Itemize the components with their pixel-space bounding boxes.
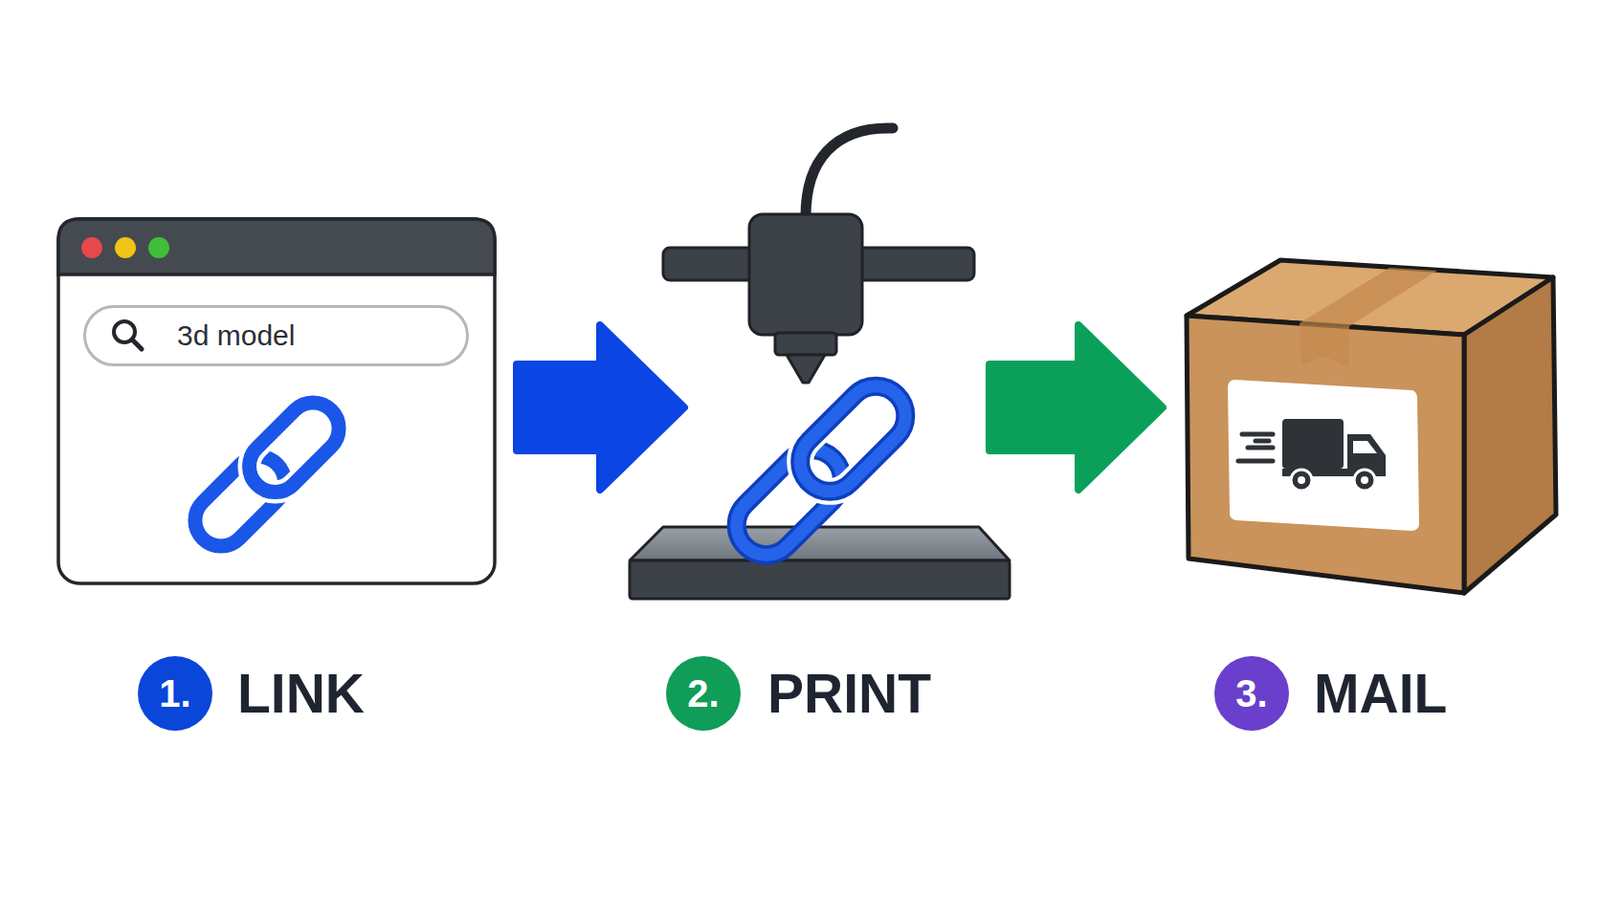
shipping-box <box>1186 260 1556 594</box>
filament-cable <box>805 128 893 217</box>
step-number-text: 1. <box>158 674 191 713</box>
nozzle <box>786 355 825 383</box>
shipping-label <box>1234 386 1413 525</box>
nozzle-block <box>775 333 837 356</box>
search-box: 3d model <box>83 305 469 367</box>
step-number-text: 3. <box>1235 674 1267 713</box>
chain-gap <box>238 392 350 504</box>
browser-window-step: LINK3d model1. <box>58 219 495 584</box>
shipping-step: MAIL3. <box>1186 260 1556 596</box>
truck-icon <box>1238 419 1386 491</box>
tape-flap <box>1299 323 1350 368</box>
link-icon <box>166 374 351 558</box>
magnifier-handle <box>132 339 142 350</box>
truck-wheel <box>1354 469 1376 491</box>
chain-link <box>238 392 350 504</box>
chain-gap <box>787 374 918 505</box>
flow-arrow <box>989 325 1163 490</box>
browser-window <box>58 219 495 584</box>
print-bed-top <box>629 527 1010 561</box>
close-dot <box>81 237 103 259</box>
step-number: 1. <box>137 656 213 732</box>
flow-arrow <box>516 325 685 490</box>
window-frame <box>58 219 495 584</box>
box-side <box>1464 277 1556 594</box>
maximize-dot <box>148 237 170 259</box>
chain-detail <box>214 436 251 473</box>
magnifier-icon <box>109 316 148 356</box>
print-head <box>749 214 863 335</box>
box-front <box>1186 315 1465 594</box>
window-titlebar <box>58 219 495 275</box>
truck-wheel <box>1290 469 1312 491</box>
printed-link <box>724 374 918 568</box>
step-label: PRINT <box>767 666 932 722</box>
wheel-hub <box>1360 476 1369 485</box>
printer-illustration <box>629 128 1010 600</box>
step-number: 3. <box>1214 656 1289 732</box>
step-label: LINK <box>237 666 365 722</box>
wheel-hub <box>1297 476 1306 485</box>
print-bed-front <box>629 560 1010 600</box>
search-text: 3d model <box>86 308 295 364</box>
truck-cargo <box>1282 419 1344 469</box>
minimize-dot <box>114 237 136 259</box>
chain-link <box>787 374 918 505</box>
packing-tape <box>1299 267 1438 327</box>
speed-lines <box>1238 434 1273 462</box>
truck-window <box>1353 441 1378 454</box>
step-number-text: 2. <box>687 674 719 713</box>
printer-step: PRINT2. <box>684 114 990 600</box>
step-label: MAIL <box>1313 666 1447 722</box>
chain-link-outline <box>787 374 918 505</box>
step-number: 2. <box>666 656 741 732</box>
